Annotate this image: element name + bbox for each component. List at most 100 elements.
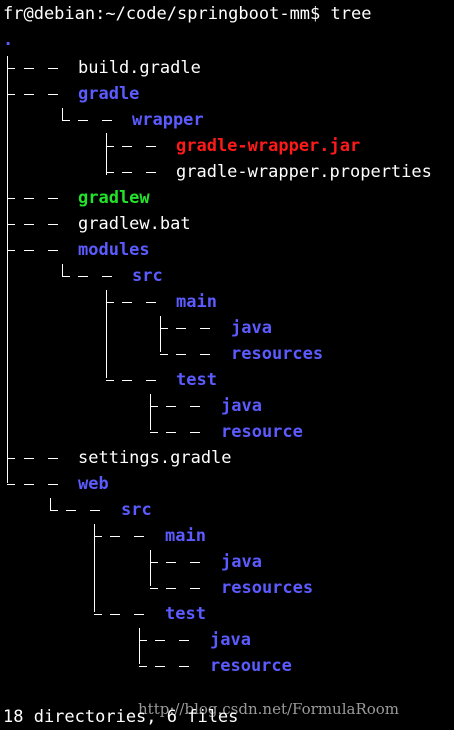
- connector: [122, 380, 132, 381]
- tree-entry-directory: src: [132, 266, 163, 286]
- tree-rail-wrapper: [106, 133, 107, 175]
- tree-entry-directory: resource: [210, 656, 292, 676]
- tree-rail-web-test: [139, 628, 140, 664]
- connector: [166, 588, 176, 589]
- tree-entry-directory: java: [231, 318, 272, 338]
- tree-entry-file: settings.gradle: [78, 448, 232, 468]
- connector: [48, 484, 58, 485]
- connector: [102, 120, 112, 121]
- connector: [110, 536, 120, 537]
- connector: [146, 302, 156, 303]
- connector: [146, 146, 156, 147]
- connector: [62, 276, 70, 277]
- connector: [190, 562, 200, 563]
- connector: [166, 406, 176, 407]
- tree-entry-directory: java: [221, 552, 262, 572]
- tree-elbow-stem: [50, 498, 51, 510]
- connector: [110, 614, 120, 615]
- tree-entry-directory: wrapper: [132, 110, 204, 130]
- connector: [190, 432, 200, 433]
- connector: [122, 146, 132, 147]
- connector: [7, 198, 15, 199]
- tree-entry-directory: main: [165, 526, 206, 546]
- connector: [24, 94, 34, 95]
- connector: [106, 146, 114, 147]
- connector: [78, 276, 88, 277]
- connector: [139, 640, 147, 641]
- tree-entry-directory: web: [78, 474, 109, 494]
- watermark: http://blog.csdn.net/FormulaRoom: [138, 700, 400, 718]
- tree-rail-modules-main: [160, 316, 161, 352]
- tree-rail-web-src: [94, 524, 95, 612]
- connector: [62, 120, 70, 121]
- connector: [24, 250, 34, 251]
- connector: [166, 432, 176, 433]
- connector: [94, 536, 102, 537]
- connector: [48, 94, 58, 95]
- tree-entry-file: gradle-wrapper.properties: [176, 162, 432, 182]
- connector: [155, 640, 165, 641]
- tree-entry-directory: test: [176, 370, 217, 390]
- connector: [200, 328, 210, 329]
- connector: [90, 510, 100, 511]
- connector: [122, 302, 132, 303]
- tree-entry-directory: modules: [78, 240, 150, 260]
- connector: [7, 224, 15, 225]
- connector: [155, 666, 165, 667]
- tree-entry-directory: java: [210, 630, 251, 650]
- tree-elbow-stem: [62, 108, 63, 120]
- connector: [7, 68, 15, 69]
- tree-entry-file: build.gradle: [78, 58, 201, 78]
- connector: [179, 640, 189, 641]
- tree-rail-modules-src: [106, 290, 107, 378]
- connector: [106, 380, 114, 381]
- tree-entry-archive: gradle-wrapper.jar: [176, 136, 361, 156]
- connector: [160, 328, 168, 329]
- connector: [48, 250, 58, 251]
- connector: [7, 458, 15, 459]
- tree-rail-level0: [7, 56, 8, 483]
- connector: [48, 198, 58, 199]
- connector: [94, 614, 102, 615]
- shell-prompt: fr@debian:~/code/springboot-mm$ tree: [3, 4, 372, 24]
- tree-entry-directory: resources: [231, 344, 324, 364]
- tree-entry-file: gradlew.bat: [78, 214, 191, 234]
- connector: [48, 224, 58, 225]
- connector: [150, 588, 158, 589]
- connector: [24, 198, 34, 199]
- connector: [66, 510, 76, 511]
- connector: [24, 224, 34, 225]
- connector: [106, 302, 114, 303]
- connector: [176, 354, 186, 355]
- connector: [7, 484, 15, 485]
- connector: [134, 536, 144, 537]
- connector: [166, 562, 176, 563]
- connector: [190, 588, 200, 589]
- connector: [7, 94, 15, 95]
- tree-rail-modules-test: [150, 394, 151, 430]
- connector: [48, 458, 58, 459]
- connector: [179, 666, 189, 667]
- tree-entry-directory: test: [165, 604, 206, 624]
- connector: [146, 380, 156, 381]
- connector: [24, 68, 34, 69]
- tree-entry-executable: gradlew: [78, 188, 150, 208]
- connector: [78, 120, 88, 121]
- tree-entry-directory: main: [176, 292, 217, 312]
- connector: [24, 458, 34, 459]
- connector: [102, 276, 112, 277]
- connector: [200, 354, 210, 355]
- connector: [150, 562, 158, 563]
- tree-entry-directory: gradle: [78, 84, 140, 104]
- connector: [176, 328, 186, 329]
- connector: [146, 172, 156, 173]
- connector: [24, 484, 34, 485]
- connector: [7, 250, 15, 251]
- connector: [50, 510, 58, 511]
- tree-entry-directory: resource: [221, 422, 303, 442]
- connector: [190, 406, 200, 407]
- tree-root: .: [3, 30, 14, 50]
- tree-entry-directory: src: [121, 500, 152, 520]
- connector: [139, 666, 147, 667]
